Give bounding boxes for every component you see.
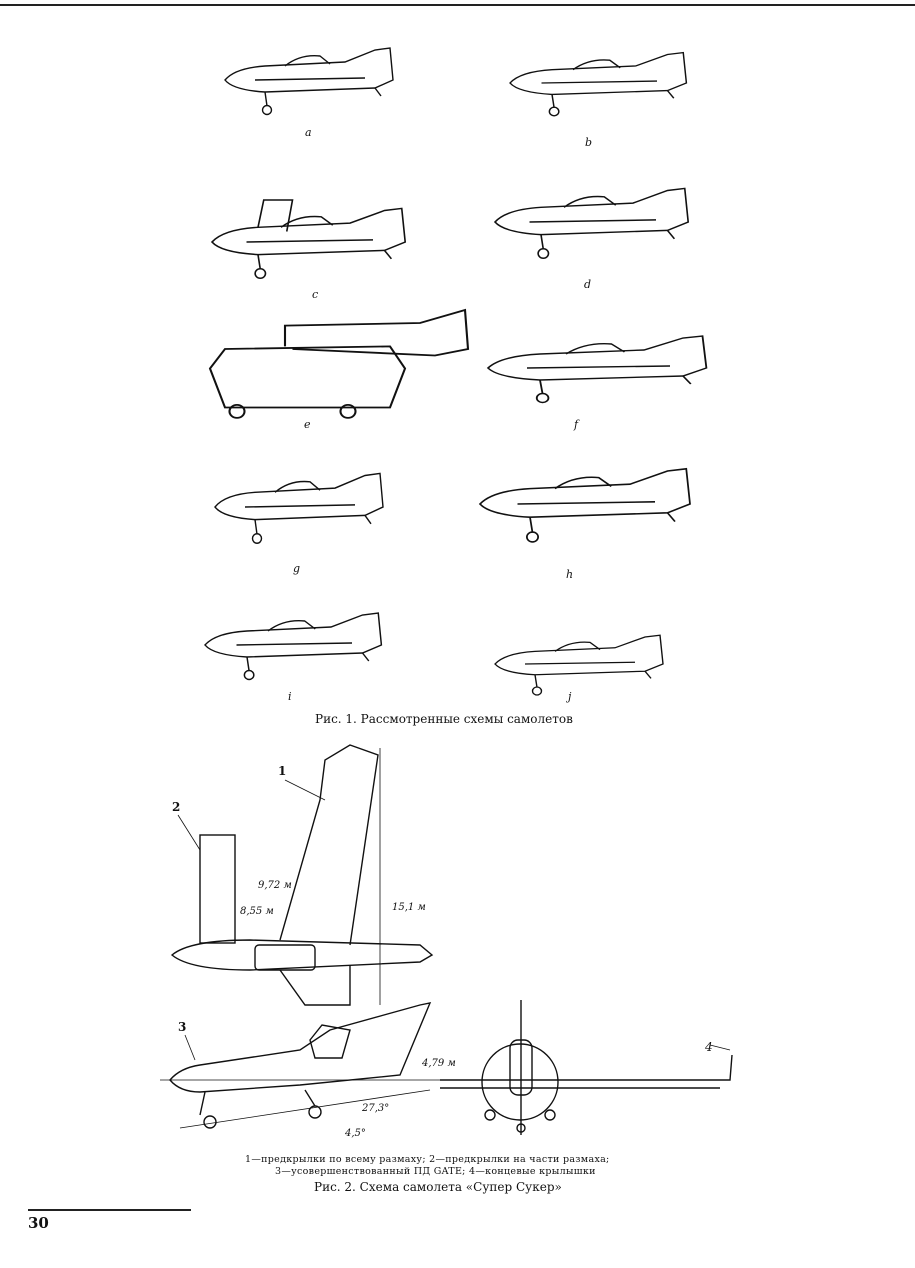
- panel-label-h: h: [566, 568, 574, 581]
- aircraft-e: [208, 308, 470, 419]
- aircraft-h: [479, 467, 691, 543]
- aircraft-d: [494, 187, 690, 260]
- aircraft-g: [214, 472, 384, 544]
- top-rule: [0, 4, 915, 6]
- fig2-front-view: [440, 1000, 733, 1135]
- page-number: 30: [28, 1214, 49, 1232]
- aircraft-j: [494, 634, 664, 696]
- panel-label-a: a: [305, 126, 312, 139]
- panel-label-b: b: [585, 136, 593, 149]
- panel-label-e: e: [304, 418, 311, 431]
- aircraft-b: [509, 51, 688, 117]
- panel-label-f: f: [574, 418, 579, 431]
- figure1-caption: Рис. 1. Рассмотренные схемы самолетов: [315, 712, 573, 726]
- callout-1: 1: [278, 764, 287, 778]
- dim-span-partial: 9,72 м: [258, 880, 292, 891]
- fig2-plan-view: [170, 744, 434, 1006]
- dim-angle-tail: 27,3°: [362, 1103, 390, 1114]
- dim-span-inner: 8,55 м: [240, 906, 274, 917]
- panel-label-i: i: [288, 690, 292, 703]
- aircraft-a: [224, 47, 394, 116]
- legend-line-1: 1—предкрылки по всему размаху; 2—предкры…: [245, 1154, 610, 1165]
- fig2-leaders: [177, 779, 731, 1061]
- panel-label-g: g: [293, 562, 301, 575]
- callout-2: 2: [172, 800, 181, 814]
- page-rule: [28, 1209, 191, 1211]
- legend-line-2: 3—усовершенствованный ПД GATE; 4—концевы…: [275, 1166, 596, 1177]
- panel-label-d: d: [584, 278, 592, 291]
- aircraft-c: [211, 199, 407, 280]
- figure2-caption: Рис. 2. Схема самолета «Супер Сукер»: [314, 1180, 562, 1194]
- panel-label-c: c: [312, 288, 319, 301]
- aircraft-f: [487, 335, 708, 404]
- dim-height: 4,79 м: [422, 1058, 456, 1069]
- aircraft-i: [204, 612, 383, 681]
- panel-label-j: j: [568, 690, 572, 703]
- callout-4: 4: [705, 1040, 713, 1054]
- fig2-side-view: [160, 1002, 440, 1129]
- callout-3: 3: [178, 1020, 187, 1034]
- dim-angle-ground: 4,5°: [345, 1128, 366, 1139]
- dim-span-full: 15,1 м: [392, 902, 426, 913]
